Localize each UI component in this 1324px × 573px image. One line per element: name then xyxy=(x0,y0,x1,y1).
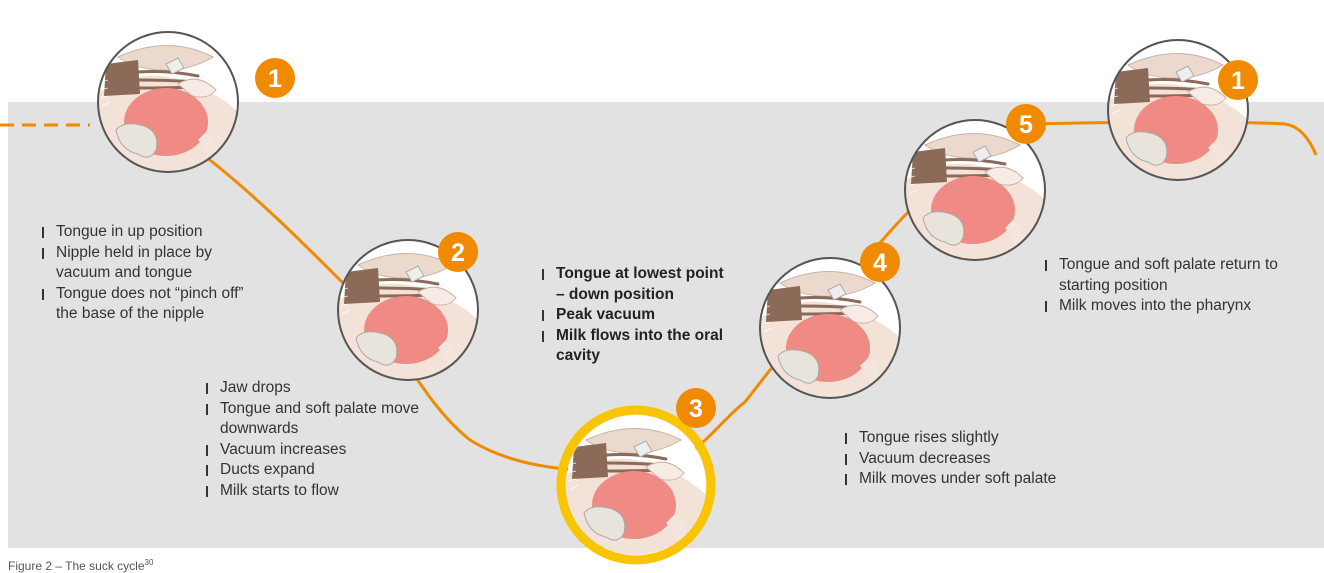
stage-2-item: Milk starts to flow xyxy=(204,481,426,502)
stage-2-item: Tongue and soft palate move downwards xyxy=(204,399,426,440)
stage-badge-number: 3 xyxy=(689,395,703,423)
stage-badge-6: 1 xyxy=(1218,60,1258,100)
stage-1-item: Tongue does not “pinch off” the base of … xyxy=(40,284,262,325)
stage-badge-number: 1 xyxy=(268,65,282,93)
stage-badge-2: 2 xyxy=(438,232,478,272)
stage-5-item: Tongue and soft palate return to startin… xyxy=(1043,255,1313,296)
stage-badge-number: 4 xyxy=(873,249,887,277)
stage-4-item: Milk moves under soft palate xyxy=(843,469,1057,490)
caption-reference: 30 xyxy=(145,558,154,567)
stage-1-item: Tongue in up position xyxy=(40,222,262,243)
stage-2-item: Jaw drops xyxy=(204,378,426,399)
stage-illustration-6 xyxy=(1108,40,1248,180)
caption-text: Figure 2 – The suck cycle xyxy=(8,559,145,573)
stage-badge-number: 1 xyxy=(1231,67,1245,95)
stage-badge-4: 4 xyxy=(860,242,900,282)
stage-3-item: Peak vacuum xyxy=(540,305,730,326)
stage-4-item: Vacuum decreases xyxy=(843,449,1057,470)
figure-caption: Figure 2 – The suck cycle30 xyxy=(8,558,153,573)
stage-illustration-1 xyxy=(98,32,238,172)
stage-4-item: Tongue rises slightly xyxy=(843,428,1057,449)
stage-badge-1: 1 xyxy=(255,58,295,98)
stage-badge-number: 5 xyxy=(1019,111,1033,139)
stage-2-item: Vacuum increases xyxy=(204,440,426,461)
stage-2-description: Jaw drops Tongue and soft palate move do… xyxy=(204,378,426,508)
stage-badge-number: 2 xyxy=(451,239,465,267)
stage-5-description: Tongue and soft palate return to startin… xyxy=(1043,255,1313,325)
stage-3-item: Tongue at lowest point – down position xyxy=(540,264,730,305)
stage-2-item: Ducts expand xyxy=(204,460,426,481)
stage-3-description: Tongue at lowest point – down position P… xyxy=(540,264,730,376)
stage-3-item: Milk flows into the oral cavity xyxy=(540,326,730,367)
stage-1-item: Nipple held in place by vacuum and tongu… xyxy=(40,243,262,284)
stage-4-description: Tongue rises slightly Vacuum decreases M… xyxy=(843,428,1057,518)
stage-badge-3: 3 xyxy=(676,388,716,428)
stage-1-description: Tongue in up position Nipple held in pla… xyxy=(40,222,262,332)
stage-5-item: Milk moves into the pharynx xyxy=(1043,296,1313,317)
stage-illustration-3 xyxy=(561,410,711,560)
stage-badge-5: 5 xyxy=(1006,104,1046,144)
